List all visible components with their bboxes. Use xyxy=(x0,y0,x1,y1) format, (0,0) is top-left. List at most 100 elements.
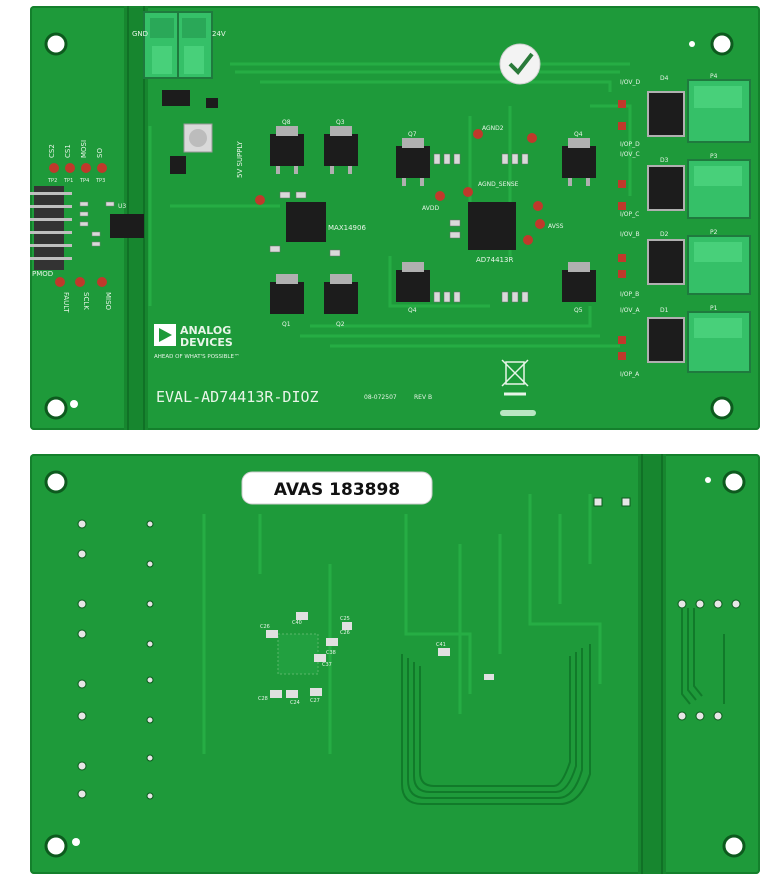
mounting-hole-top-right xyxy=(710,32,734,56)
cs1-label: CS1 xyxy=(64,144,72,158)
transistor xyxy=(562,138,596,186)
cs2-label: CS2 xyxy=(48,144,56,158)
logo-line2: DEVICES xyxy=(180,336,233,349)
serial-label-sticker xyxy=(241,471,433,505)
sclk-label: SCLK xyxy=(82,292,90,310)
miso-label: MISO xyxy=(104,292,112,311)
analog-devices-logo xyxy=(154,324,176,346)
red-test-points xyxy=(255,129,545,245)
mosi-label: MOSI xyxy=(80,140,88,158)
test-points-top xyxy=(49,163,107,173)
right-vias xyxy=(593,497,741,721)
io-bottom-c-label: I/OP_C xyxy=(620,211,639,218)
agnd2-label: AGND2 xyxy=(482,125,504,132)
copper-traces xyxy=(148,62,632,348)
chip-max14906 xyxy=(286,202,326,242)
transistor xyxy=(396,138,430,186)
mounting-hole-bottom-br xyxy=(722,834,746,858)
io-bottom-b-label: I/OP_B xyxy=(620,291,639,298)
channel-b xyxy=(618,235,751,295)
io-top-b-label: I/OV_B xyxy=(620,231,640,238)
q4-label: Q4 xyxy=(408,307,417,314)
p2-label: P2 xyxy=(710,229,718,236)
pcb-bottom-drawing: AVAS 183898 C28 C24 C40 C38 C37 C25 C26 … xyxy=(44,454,746,874)
c26b-label: C26 xyxy=(340,630,350,636)
part-number: 08-072507 xyxy=(364,394,397,401)
q7-label: Q7 xyxy=(408,131,417,138)
p3-label: P3 xyxy=(710,153,718,160)
q2-label: Q2 xyxy=(336,321,345,328)
revision-label: REV B xyxy=(414,394,432,401)
chip-u3 xyxy=(110,214,144,238)
q8-label: Q8 xyxy=(282,119,291,126)
max14906-label: MAX14906 xyxy=(328,224,366,232)
tp3-label: TP3 xyxy=(95,178,105,184)
5v-supply-label: 5V SUPPLY xyxy=(236,141,244,178)
q5-label: Q5 xyxy=(574,307,583,314)
c28-label: C28 xyxy=(258,696,268,702)
io-top-d-label: I/OV_D xyxy=(620,79,641,86)
tp2-label: TP2 xyxy=(47,178,57,184)
tp4-label: TP4 xyxy=(79,178,89,184)
ad74413r-label: AD74413R xyxy=(476,256,513,264)
pmod-header xyxy=(30,186,72,270)
weee-bin-icon xyxy=(501,359,529,396)
passive-components xyxy=(269,153,529,303)
pcb-bottom-side: AVAS 183898 C28 C24 C40 C38 C37 C25 C26 … xyxy=(30,454,760,874)
through-hole-pads xyxy=(77,519,154,800)
trace-bus xyxy=(401,644,591,805)
c40-label: C40 xyxy=(292,620,302,626)
agnd-sense-label: AGND_SENSE xyxy=(478,181,519,188)
avdd-label: AVDD xyxy=(422,205,439,212)
mounting-hole-bottom-tr xyxy=(722,470,746,494)
gnd-label: GND xyxy=(132,30,148,38)
io-bottom-a-label: I/OP_A xyxy=(620,371,640,378)
pcb-top-drawing: GND 24V 5V SUPPLY PMOD CS2 CS1 MOSI SO T… xyxy=(30,6,751,430)
mounting-hole-bottom-tl xyxy=(44,470,68,494)
fiducial-slot xyxy=(500,410,536,416)
avss-label: AVSS xyxy=(548,223,564,230)
serial-label-text: AVAS 183898 xyxy=(274,480,400,500)
q1-label: Q1 xyxy=(282,321,291,328)
component-cluster xyxy=(266,612,494,698)
pcb-top-side: GND 24V 5V SUPPLY PMOD CS2 CS1 MOSI SO T… xyxy=(30,6,760,430)
transistor xyxy=(270,126,304,174)
power-terminal-block xyxy=(143,11,213,79)
transistor xyxy=(270,274,304,314)
c25-label: C25 xyxy=(340,616,350,622)
mounting-hole-bottom-right xyxy=(710,396,734,420)
channel-d xyxy=(618,79,751,143)
u3-label: U3 xyxy=(118,203,126,210)
p1-label: P1 xyxy=(710,305,718,312)
io-top-c-label: I/OV_C xyxy=(620,151,640,158)
transistor xyxy=(396,262,430,302)
mounting-hole-bottom-left xyxy=(44,396,68,420)
so-label: SO xyxy=(96,148,104,158)
q4-right-label: Q4 xyxy=(574,131,583,138)
certification-sticker xyxy=(499,43,541,85)
c41-label: C41 xyxy=(436,642,446,648)
mounting-hole-bottom-bl xyxy=(44,834,68,858)
board-name: EVAL-AD74413R-DIOZ xyxy=(156,388,319,406)
power-diode xyxy=(162,90,190,106)
inductor xyxy=(183,123,213,153)
fault-label: FAULT xyxy=(62,292,70,313)
c27-label: C27 xyxy=(310,698,320,704)
test-points-bottom xyxy=(55,277,107,287)
d1-label: D1 xyxy=(660,307,669,314)
c37-label: C37 xyxy=(322,662,332,668)
channel-c xyxy=(618,159,751,219)
p4-label: P4 xyxy=(710,73,718,80)
io-bottom-d-label: I/OP_D xyxy=(620,141,640,148)
channel-a xyxy=(618,311,751,373)
c24-label: C24 xyxy=(290,700,300,706)
24v-label: 24V xyxy=(212,30,226,38)
logo-line1: ANALOG xyxy=(180,324,231,337)
io-top-a-label: I/OV_A xyxy=(620,307,641,314)
mounting-hole-top-left xyxy=(44,32,68,56)
bottom-traces xyxy=(202,494,602,754)
c38-label: C38 xyxy=(326,650,336,656)
d3-label: D3 xyxy=(660,157,669,164)
d4-label: D4 xyxy=(660,75,669,82)
c26-label: C26 xyxy=(260,624,270,630)
